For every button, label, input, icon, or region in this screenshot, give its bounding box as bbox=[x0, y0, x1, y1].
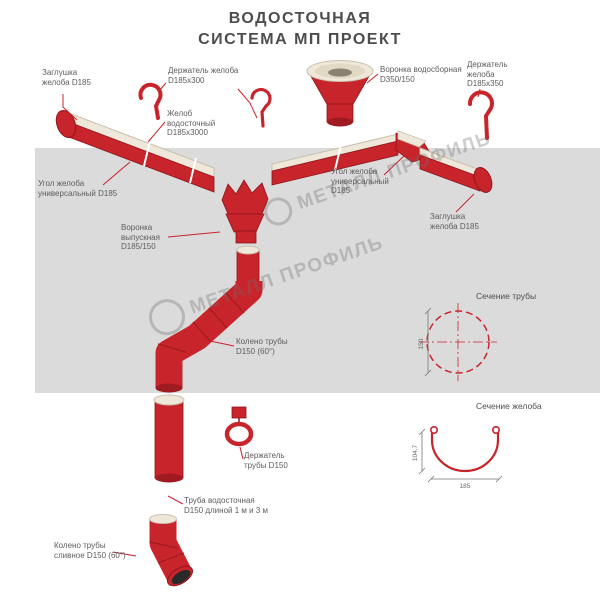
leader-corner-left bbox=[102, 161, 131, 186]
label-gutter: Желоб водосточный D185х3000 bbox=[167, 109, 216, 137]
gutter-section-width: 185 bbox=[460, 483, 471, 490]
label-end-cap-left: Заглушка желоба D185 bbox=[42, 68, 91, 87]
leader-outlet-funnel bbox=[167, 231, 221, 238]
pipe-section-title: Сечение трубы bbox=[476, 291, 537, 301]
leader-pipe-elbow bbox=[209, 340, 235, 347]
gutter-left-run bbox=[55, 109, 215, 193]
leader-lines bbox=[62, 73, 481, 557]
label-drain-elbow: Колено трубы сливное D150 (60°) bbox=[54, 541, 126, 560]
label-end-cap-right: Заглушка желоба D185 bbox=[430, 212, 479, 231]
gutter-end-cap-left-part bbox=[55, 109, 77, 139]
connector-pipe-part bbox=[236, 245, 260, 283]
title-line2: СИСТЕМА МП ПРОЕКТ bbox=[198, 31, 402, 48]
label-collector-funnel: Воронка водосборная D350/150 bbox=[380, 65, 462, 84]
collector-funnel-part bbox=[306, 60, 374, 127]
leader-gutter bbox=[147, 121, 166, 143]
page-title: ВОДОСТОЧНАЯ СИСТЕМА МП ПРОЕКТ bbox=[120, 8, 480, 50]
label-pipe-holder: Держатель трубы D150 bbox=[244, 451, 288, 470]
label-outlet-funnel: Воронка выпускная D185/150 bbox=[121, 223, 160, 251]
leader-gutter-holder-300-b bbox=[237, 88, 258, 119]
outlet-funnel-part bbox=[221, 179, 269, 244]
leader-collector-funnel bbox=[366, 73, 379, 84]
gutter-section-title: Сечение желоба bbox=[476, 401, 542, 411]
pipe-section-diagram: 150 bbox=[418, 303, 497, 381]
gutter-holder-icon-middle bbox=[250, 87, 272, 128]
upper-elbow-part bbox=[155, 276, 263, 393]
background-band bbox=[35, 148, 600, 393]
leader-end-cap-right bbox=[455, 193, 475, 213]
leader-gutter-holder-300-a bbox=[158, 82, 167, 92]
gutter-section-diagram: 185 104,7 bbox=[412, 425, 503, 490]
label-downpipe: Труба водосточная D150 длиной 1 м и 3 м bbox=[184, 496, 268, 515]
title-line1: ВОДОСТОЧНАЯ bbox=[228, 10, 372, 27]
downpipe-part bbox=[153, 394, 185, 483]
leader-corner-right bbox=[383, 153, 407, 176]
pipe-section-diameter: 150 bbox=[418, 338, 425, 349]
leader-pipe-holder bbox=[239, 446, 244, 460]
label-corner-left: Угол желоба универсальный D185 bbox=[38, 179, 118, 198]
gutter-end-cap-right-part bbox=[473, 167, 493, 193]
leader-downpipe bbox=[167, 495, 184, 505]
drain-elbow-part bbox=[149, 514, 194, 587]
label-gutter-holder-350: Держатель желоба D185х350 bbox=[467, 60, 508, 88]
gutter-holder-icon-right bbox=[468, 90, 494, 140]
label-pipe-elbow: Колено трубы D150 (60°) bbox=[236, 337, 288, 356]
gutter-section-height: 104,7 bbox=[412, 444, 419, 461]
label-gutter-holder-300: Держатель желоба D185х300 bbox=[168, 66, 239, 85]
leader-gutter-holder-350 bbox=[477, 88, 481, 98]
gutter-holder-icon-left bbox=[138, 82, 163, 120]
label-corner-right: Угол желоба универсальный D185 bbox=[331, 167, 389, 195]
pipe-holder-part bbox=[224, 406, 254, 447]
leader-drain-elbow bbox=[112, 551, 137, 557]
gutter-return-run bbox=[419, 147, 493, 193]
leader-end-cap-left bbox=[62, 94, 78, 121]
